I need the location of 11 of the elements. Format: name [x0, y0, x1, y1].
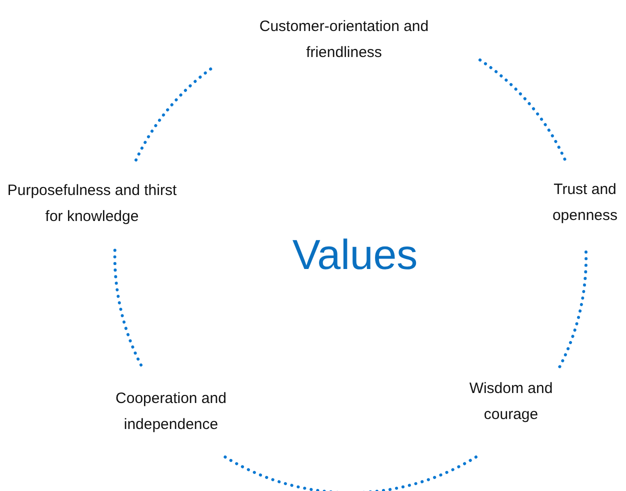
dotted-arc — [220, 454, 478, 491]
value-label: Purposefulness and thirst for knowledge — [6, 181, 178, 227]
value-label: Wisdom and courage — [468, 379, 554, 425]
center-title: Values — [292, 230, 418, 280]
dotted-arc — [134, 66, 214, 162]
value-label: Customer-orientation and friendliness — [258, 17, 430, 63]
value-label: Cooperation and independence — [114, 389, 228, 435]
dotted-arc — [114, 246, 142, 366]
dotted-arc — [478, 58, 568, 164]
dotted-arc — [556, 250, 588, 372]
value-label: Trust and openness — [551, 180, 619, 226]
